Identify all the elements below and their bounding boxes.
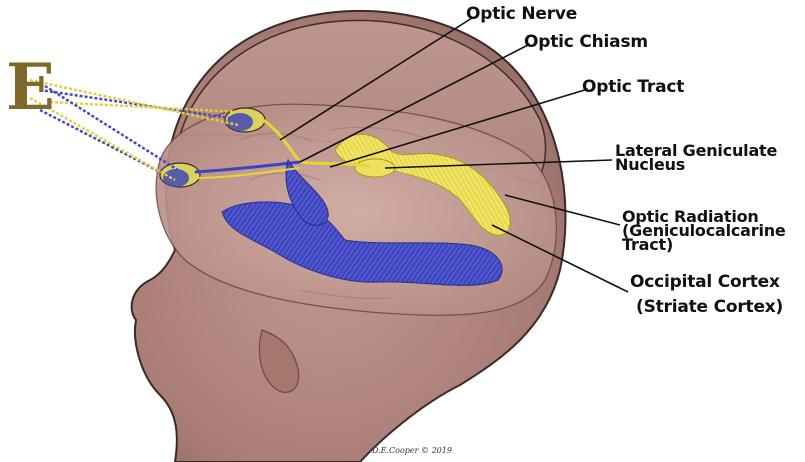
stimulus-letter-e: E [6, 56, 55, 120]
label-optic-nerve: Optic Nerve [466, 6, 577, 23]
label-radiation-line3: Tract) [622, 238, 786, 252]
eye-upper-iris [227, 113, 253, 131]
label-occipital-cortex: Occipital Cortex (Striate Cortex) [630, 270, 783, 320]
label-optic-tract: Optic Tract [582, 79, 684, 96]
label-lgn-line2: Nucleus [615, 158, 777, 172]
label-occipital-line1: Occipital Cortex [630, 270, 783, 295]
label-optic-radiation: Optic Radiation (Geniculocalcarine Tract… [622, 210, 786, 252]
artist-signature: D.E.Cooper © 2019 [372, 446, 452, 455]
label-optic-chiasm: Optic Chiasm [524, 34, 648, 51]
eye-lower-iris [163, 169, 189, 187]
label-occipital-line2: (Striate Cortex) [630, 295, 783, 320]
label-lateral-geniculate-nucleus: Lateral Geniculate Nucleus [615, 144, 777, 172]
